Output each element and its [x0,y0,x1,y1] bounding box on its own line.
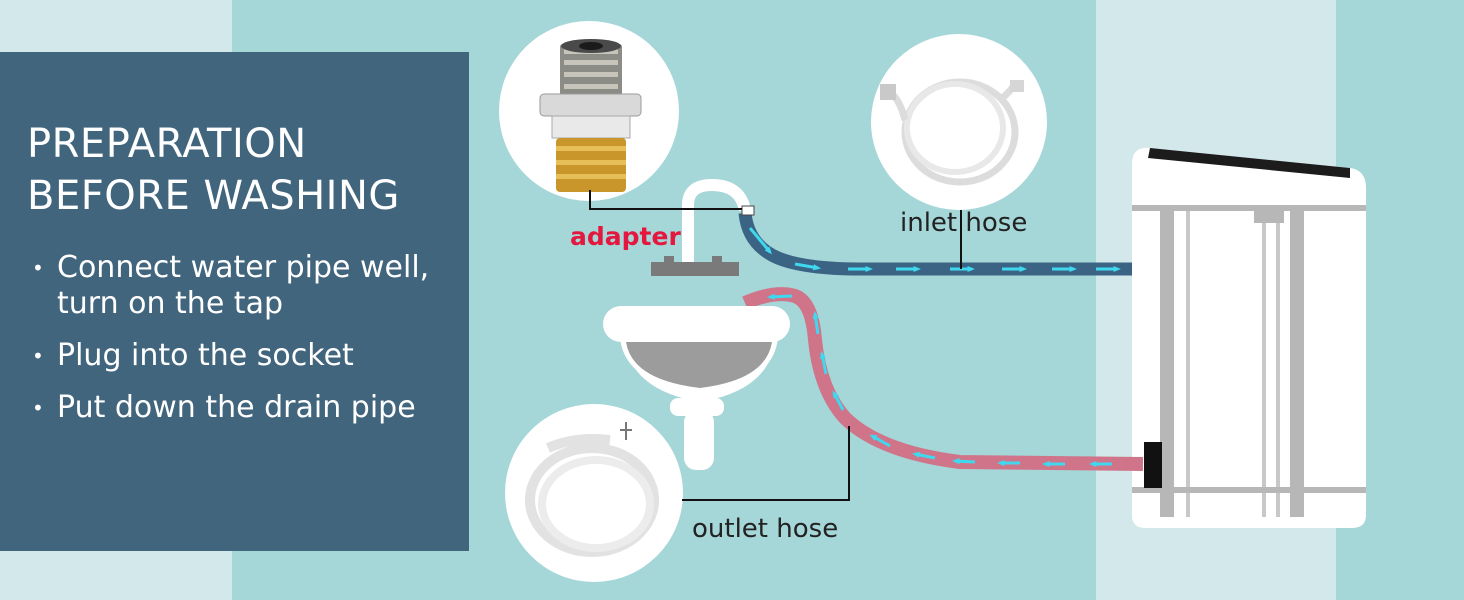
step-text: Put down the drain pipe [57,390,416,425]
outlet-hose [742,287,1144,471]
adapter-pointer-line [589,190,742,210]
outlet-hose-coil-icon [505,404,683,582]
sink-icon [603,306,790,470]
bullet: • [32,344,44,368]
step-item: • Connect water pipe well, turn on the ta… [28,250,457,322]
step-text: Connect water pipe well, turn on the tap [57,250,430,321]
adapter-fitting-icon [499,21,679,201]
step-item: • Put down the drain pipe [28,390,457,426]
panel-title: PREPARATION BEFORE WASHING [27,118,457,222]
panel-title-line-2: BEFORE WASHING [27,173,400,219]
bullet: • [32,256,44,280]
inlet-hose [738,212,1132,276]
inlet-hose-coil-icon [871,34,1047,210]
step-item: • Plug into the socket [28,338,457,374]
outlet-pointer-line [682,426,850,501]
inlet-hose-label: inlet hose [900,208,1027,238]
step-text: Plug into the socket [57,338,354,373]
tap-icon [651,178,755,276]
steps-list: • Connect water pipe well, turn on the ta… [28,250,457,442]
outlet-hose-label: outlet hose [692,514,838,544]
info-panel [0,52,469,551]
adapter-label: adapter [570,222,681,251]
washing-machine-icon [1132,147,1366,529]
bullet: • [32,396,44,420]
panel-title-line-1: PREPARATION [27,121,307,167]
